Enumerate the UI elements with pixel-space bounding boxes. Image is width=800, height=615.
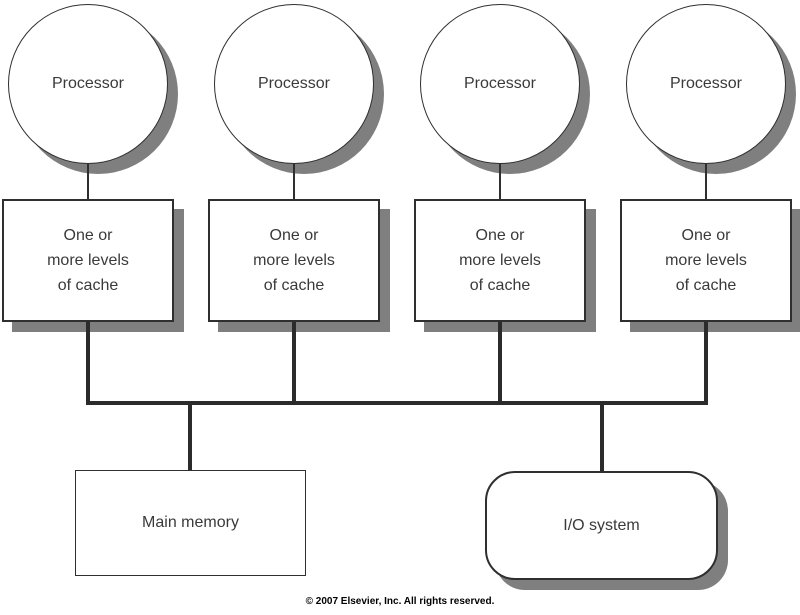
processor-cache-connector-line [87, 164, 89, 200]
processor-circle: Processor [214, 4, 374, 164]
cache-label: One or more levels of cache [253, 227, 335, 294]
main-memory-label: Main memory [142, 514, 239, 531]
processor-circle: Processor [626, 4, 786, 164]
bus-io-connector-line [600, 403, 604, 471]
processor-circle: Processor [420, 4, 580, 164]
cache-bus-connector-line [292, 320, 296, 405]
processor-cache-unit-4: Processor One or more levels of cache [620, 0, 800, 410]
copyright-text: © 2007 Elsevier, Inc. All rights reserve… [305, 596, 495, 607]
shared-bus-line [86, 401, 708, 405]
io-system-label: I/O system [563, 516, 640, 534]
main-memory-box: Main memory [75, 470, 306, 576]
processor-cache-connector-line [705, 164, 707, 200]
processor-circle: Processor [8, 4, 168, 164]
processor-label: Processor [669, 75, 743, 92]
cache-label: One or more levels of cache [459, 227, 541, 294]
processor-cache-unit-3: Processor One or more levels of cache [414, 0, 596, 410]
processor-cache-unit-2: Processor One or more levels of cache [208, 0, 390, 410]
cache-box: One or more levels of cache [208, 199, 380, 322]
cache-box: One or more levels of cache [2, 199, 174, 322]
cache-bus-connector-line [498, 320, 502, 405]
cache-label: One or more levels of cache [665, 227, 747, 294]
processor-cache-connector-line [499, 164, 501, 200]
processor-label: Processor [257, 75, 331, 92]
cache-box: One or more levels of cache [620, 199, 792, 322]
bus-memory-connector-line [188, 403, 192, 470]
cache-bus-connector-line [704, 320, 708, 405]
processor-label: Processor [51, 75, 125, 92]
processor-cache-connector-line [293, 164, 295, 200]
cache-label: One or more levels of cache [47, 227, 129, 294]
cache-box: One or more levels of cache [414, 199, 586, 322]
io-system-box: I/O system [485, 471, 718, 580]
processor-cache-unit-1: Processor One or more levels of cache [2, 0, 184, 410]
processor-label: Processor [463, 75, 537, 92]
cache-bus-connector-line [86, 320, 90, 405]
